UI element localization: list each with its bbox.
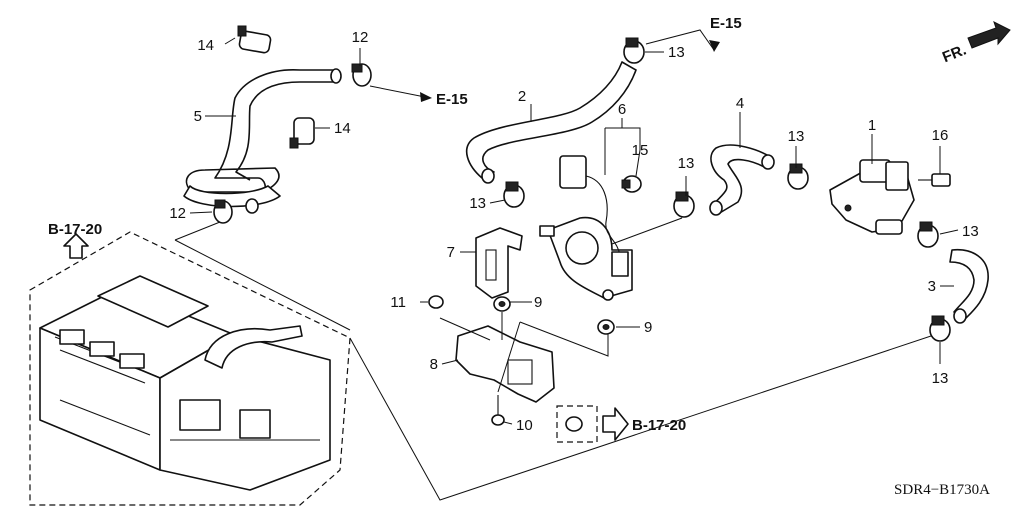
heater-vent-2: [89, 341, 115, 357]
part-number-2: 2: [518, 88, 526, 105]
hose-5: [185, 69, 339, 206]
part-number-13-top: 13: [668, 44, 685, 61]
hose-5-upper-end: [330, 68, 342, 84]
nut-11: [428, 295, 444, 309]
part-number-6: 6: [618, 101, 626, 118]
front-direction-label: FR.: [940, 41, 969, 66]
part-number-13-bottom: 13: [932, 370, 949, 387]
hose-clamp-13-bottom: [929, 315, 951, 342]
part-number-4: 4: [736, 95, 744, 112]
leader-heater-to-hose5: [174, 221, 221, 241]
grommet-9-lower: [597, 319, 615, 335]
heater-side-box-2: [239, 409, 271, 439]
hose-2: [465, 61, 637, 179]
hose-clip-14-middle: [289, 117, 315, 149]
heater-side-box-1: [179, 399, 221, 431]
part-number-13-left: 13: [469, 195, 486, 212]
leader-heater-box-top: [174, 239, 351, 331]
b1720-right-arrow: [602, 407, 629, 441]
part-number-12-upper: 12: [352, 29, 369, 46]
part-number-11: 11: [390, 294, 406, 311]
valve-harness: [585, 175, 621, 257]
ref-e15-top: E-15: [710, 15, 742, 32]
leader-lines: [189, 29, 959, 425]
front-direction-arrow: [967, 21, 1011, 49]
heater-vent-1: [59, 329, 85, 345]
valve-inlet-pipe: [539, 225, 555, 237]
hose-clip-14-upper: [237, 25, 272, 54]
heater-unit-top-box: [97, 275, 209, 328]
hose-4: [710, 144, 773, 215]
b1720-detail-box: [556, 405, 598, 443]
part-number-14-upper: 14: [197, 37, 214, 54]
part-number-3: 3: [928, 278, 936, 295]
part-number-16: 16: [932, 127, 949, 144]
arrow-to-e15-left: [419, 92, 432, 102]
part-number-12-lower: 12: [169, 205, 186, 222]
part-number-14-middle: 14: [334, 120, 351, 137]
part-number-13-center: 13: [678, 155, 695, 172]
part-number-8: 8: [430, 356, 438, 373]
clip-15: [621, 175, 642, 193]
hose-clamp-13-left: [503, 181, 525, 208]
bolt-16: [918, 173, 951, 187]
heater-unit-assembly: [29, 231, 351, 506]
part-number-10: 10: [516, 417, 533, 434]
bracket-7: [475, 227, 523, 299]
heater-vent-3: [119, 353, 145, 369]
water-valve-1: [829, 159, 915, 235]
valve-sensor-plug: [611, 251, 629, 277]
ref-b1720-left: B-17-20: [48, 221, 102, 238]
grommet-9-upper: [493, 296, 511, 312]
part-number-13-right-upper: 13: [788, 128, 805, 145]
part-number-7: 7: [447, 244, 455, 261]
hose-3-end: [953, 308, 967, 324]
hose-clamp-13-right-upper: [787, 163, 809, 190]
diagram-code: SDR4−B1730A: [894, 482, 990, 498]
hose-4-end: [709, 200, 723, 216]
hose-clamp-13-center: [673, 191, 695, 218]
valve-connector: [559, 155, 587, 189]
hose-clamp-12-upper: [351, 63, 372, 87]
hose-clamp-13-right: [917, 221, 939, 248]
ref-e15-left: E-15: [436, 91, 468, 108]
b1720-nut: [565, 416, 583, 432]
b1720-up-arrow: [63, 233, 89, 259]
hose-clamp-12-lower: [213, 199, 233, 224]
part-number-9-upper: 9: [534, 294, 542, 311]
hose-5-lower-end: [245, 198, 259, 214]
bolt-10: [491, 395, 505, 426]
part-number-13-right: 13: [962, 223, 979, 240]
part-number-15: 15: [632, 142, 649, 159]
hose-3: [949, 249, 989, 321]
heater-core-pipe: [204, 325, 303, 369]
hose-clamp-13-top: [623, 37, 645, 64]
arrow-to-e15-top: [709, 40, 720, 52]
heater-unit-dashed-outline: [29, 231, 351, 506]
part-number-5: 5: [194, 108, 202, 125]
water-valve-6: [539, 155, 633, 301]
leader-heater-to-hose3: [349, 332, 941, 501]
part-number-9-lower: 9: [644, 319, 652, 336]
valve-outlet-pipe: [611, 217, 683, 245]
hose-4-upper-end: [761, 154, 775, 170]
bracket-8: [455, 325, 555, 403]
part-number-1: 1: [868, 117, 876, 134]
hose-2-lower-end: [481, 168, 495, 184]
ref-b1720-bottom: B-17-20: [632, 417, 686, 434]
